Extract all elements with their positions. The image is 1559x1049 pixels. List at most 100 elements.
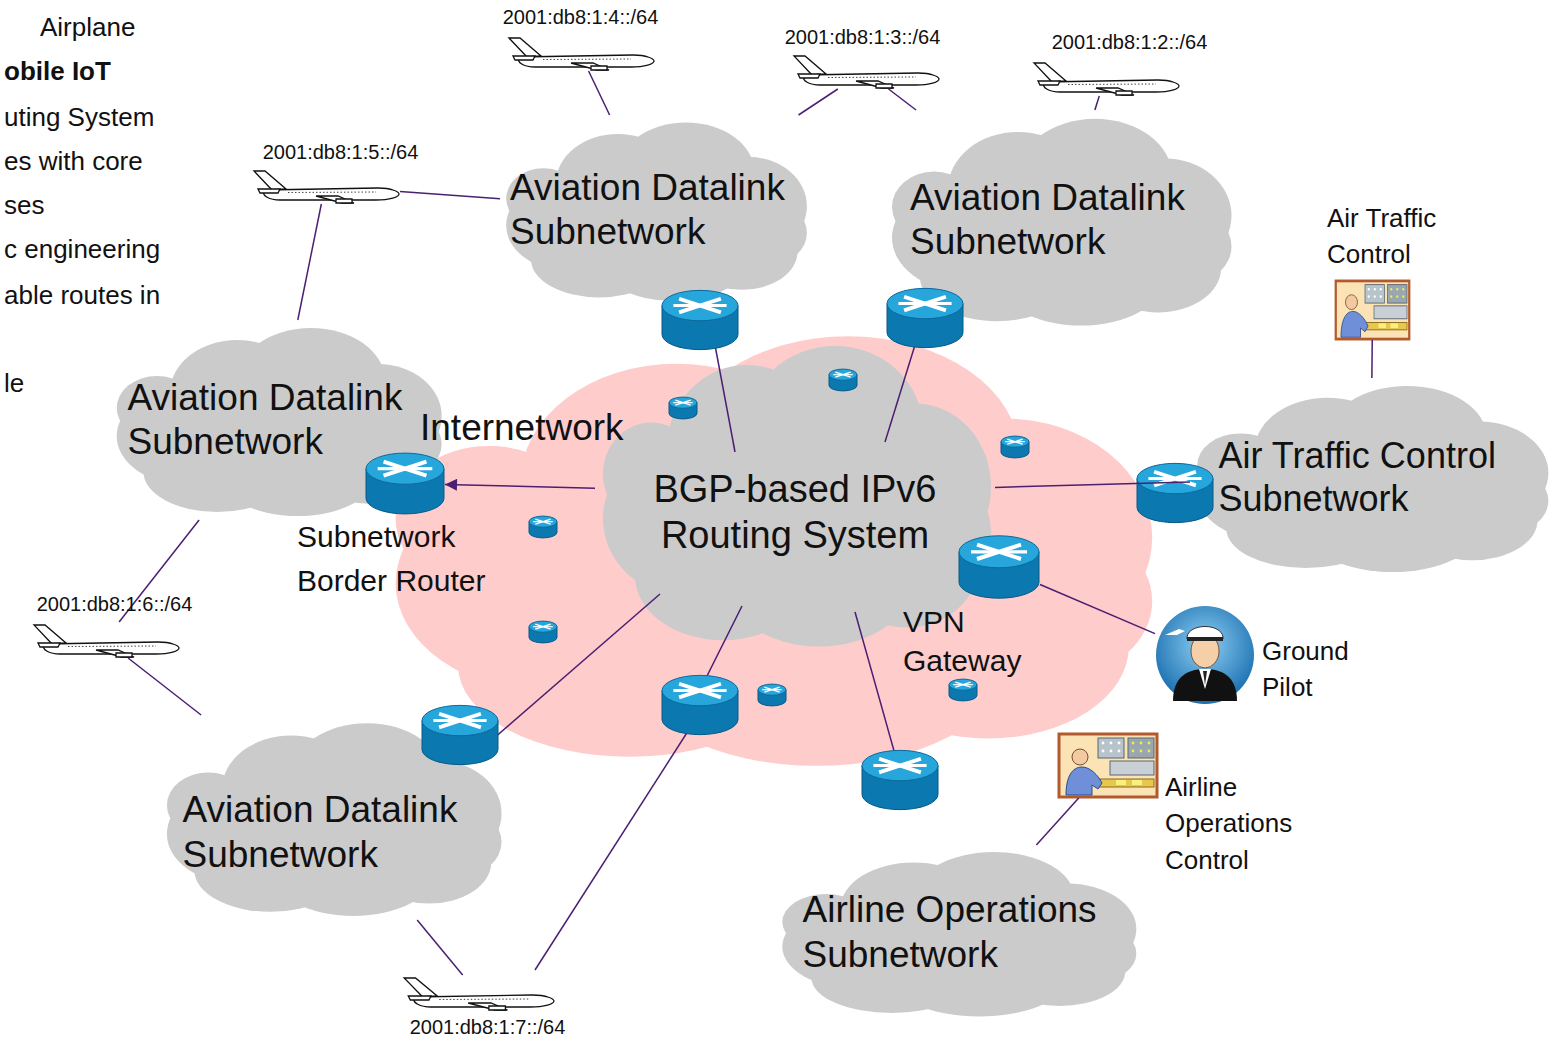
router-arrow	[378, 467, 433, 470]
connector	[400, 191, 500, 198]
indicator	[1118, 750, 1121, 753]
router-body	[758, 690, 786, 706]
connector	[1040, 585, 1155, 634]
ground-pilot-icon: Ground Pilot	[1155, 605, 1255, 705]
node-label: Aviation Datalink Subnetwork	[183, 788, 483, 877]
button	[1116, 780, 1126, 785]
router-body	[887, 304, 963, 348]
router-body	[662, 691, 738, 735]
cap-band	[1187, 637, 1223, 641]
router-body	[669, 403, 697, 419]
windows	[68, 646, 156, 648]
router-arrow	[533, 521, 553, 522]
indicator	[1132, 742, 1135, 745]
indicator	[1132, 750, 1135, 753]
screen	[1098, 738, 1124, 758]
airplane-icon	[250, 168, 400, 204]
router-top	[1001, 436, 1029, 447]
node-label: Subnetwork Border Router	[297, 515, 537, 602]
screen	[1128, 738, 1154, 758]
airplane-icon	[400, 975, 555, 1011]
airplane-icon	[30, 622, 180, 658]
cloud-shape	[1190, 378, 1552, 576]
connector	[298, 204, 322, 320]
router-arrow	[898, 302, 951, 305]
connector	[995, 482, 1190, 487]
router-body	[529, 522, 557, 538]
indicator	[1102, 742, 1105, 745]
node-label: Aviation Datalink Subnetwork	[510, 166, 800, 255]
tail-fin	[509, 38, 541, 57]
screen	[1110, 761, 1154, 775]
router-arrow	[439, 714, 481, 728]
engine	[1116, 91, 1132, 95]
router-body	[529, 627, 557, 643]
router-icon	[365, 455, 445, 512]
button	[1391, 323, 1399, 328]
indicator	[1396, 295, 1398, 298]
engine	[591, 66, 607, 70]
connector	[889, 89, 916, 110]
router-arrow	[679, 299, 721, 313]
windows	[1068, 84, 1156, 86]
pilot-icon	[1155, 605, 1255, 705]
person-head	[1346, 295, 1358, 310]
node-label: Air Traffic Control Subnetwork	[1219, 434, 1524, 520]
connector	[119, 520, 199, 622]
router-arrow	[1154, 472, 1196, 486]
airplane: 2001:db8:1:5::/64	[250, 168, 400, 204]
tailplane	[408, 996, 431, 1000]
indicator	[1390, 295, 1392, 298]
airplane-icon	[1030, 60, 1180, 96]
router-body	[662, 306, 738, 350]
router-body	[1137, 479, 1213, 523]
indicator	[1374, 288, 1376, 291]
side-note: ses	[4, 190, 44, 221]
router-body	[829, 375, 857, 391]
pilot-disc	[1156, 606, 1254, 704]
connector	[1036, 798, 1078, 845]
router-arrow	[679, 684, 721, 698]
router-arrow	[1154, 472, 1196, 486]
router-arrow	[904, 297, 946, 311]
airplane: 2001:db8:1:4::/64	[505, 35, 655, 71]
screen	[1374, 306, 1407, 319]
tailplane	[38, 643, 60, 647]
indicator	[1402, 295, 1404, 298]
wing	[1096, 88, 1134, 95]
indicator	[1374, 295, 1376, 298]
person-body	[1341, 311, 1368, 337]
router-arrow	[1007, 439, 1022, 444]
router-arrow	[971, 550, 1027, 553]
router-arrow	[762, 689, 782, 690]
router-top	[366, 453, 444, 484]
node-label: 2001:db8:1:5::/64	[238, 140, 443, 164]
side-note: es with core	[4, 146, 143, 177]
indicator	[1368, 288, 1370, 291]
connector	[1371, 340, 1373, 378]
cloud-shape	[885, 110, 1235, 330]
connector	[589, 71, 610, 115]
airplane: 2001:db8:1:3::/64	[790, 53, 940, 89]
airplane: 2001:db8:1:7::/64	[400, 975, 555, 1011]
wing	[856, 81, 894, 88]
airplane-icon	[790, 53, 940, 89]
engine	[116, 653, 132, 657]
cloud-lobe	[1056, 926, 1136, 982]
router-arrow	[873, 764, 926, 767]
console-icon	[1058, 733, 1158, 798]
cloud-shape	[500, 115, 810, 305]
indicator	[1148, 742, 1151, 745]
pilot-tie	[1203, 671, 1207, 685]
border-router: Subnetwork Border Router	[365, 455, 445, 512]
tailplane	[1038, 81, 1060, 85]
router-top	[422, 705, 498, 735]
router-top	[1137, 463, 1213, 493]
router-top	[887, 288, 963, 318]
airplane: 2001:db8:1:2::/64	[1030, 60, 1180, 96]
cloud-lobe	[1155, 211, 1232, 281]
router-arrow	[535, 519, 550, 524]
person-body	[1066, 767, 1102, 795]
tailplane	[258, 189, 280, 193]
router-arrow	[955, 682, 970, 687]
